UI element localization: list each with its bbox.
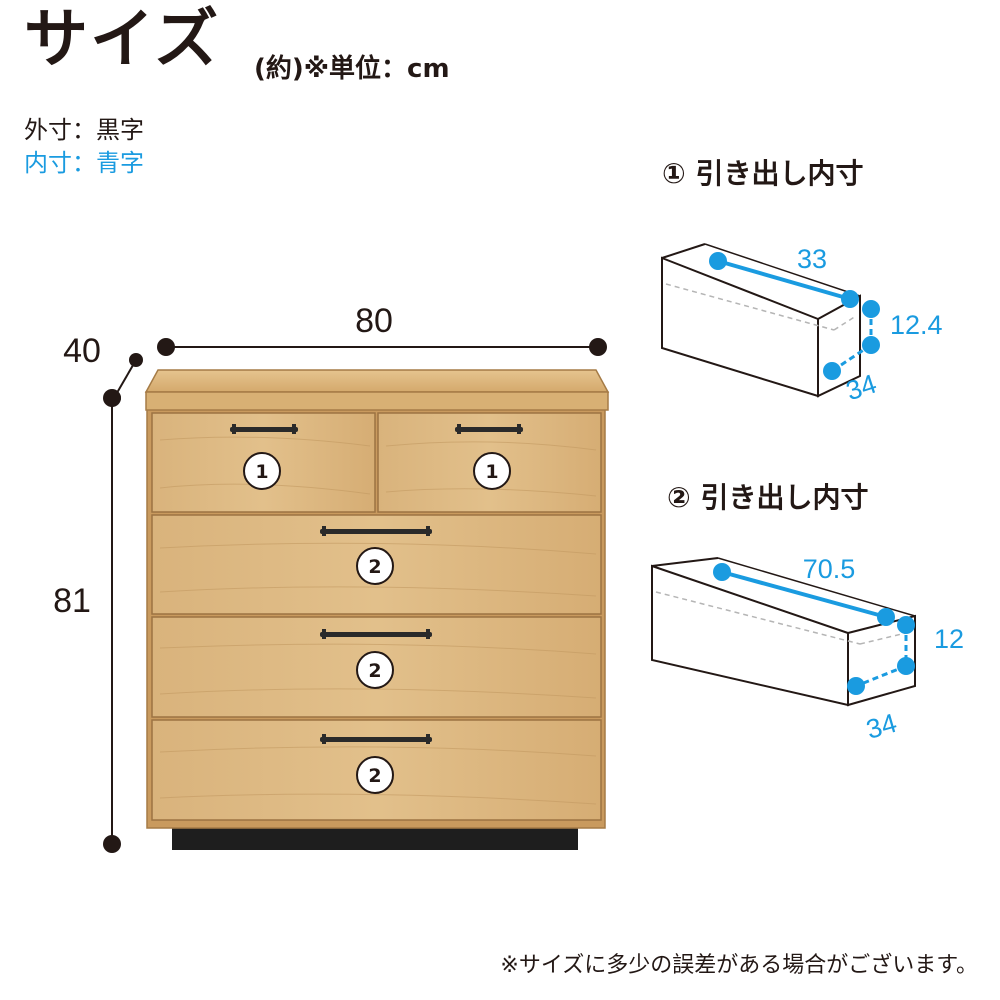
error-disclaimer: ※サイズに多少の誤差がある場合がございます。 <box>500 953 978 978</box>
cabinet-depth-dimension: 40 <box>63 332 143 405</box>
chest-of-drawers: 1 1 2 2 2 <box>144 369 610 850</box>
drawer2-title: ② 引き出し内寸 <box>667 481 869 514</box>
drawer1-title: ① 引き出し内寸 <box>662 157 864 190</box>
unit-note: (約)※単位：cm <box>254 54 450 84</box>
cabinet-height-label: 81 <box>53 582 91 620</box>
drawer2-width-label: 70.5 <box>803 554 856 584</box>
drawer-badge-label: 2 <box>368 660 381 682</box>
handle-icon <box>455 424 523 434</box>
drawer-badge-label: 2 <box>368 765 381 787</box>
inner-dimension-legend: 内寸：青字 <box>24 149 144 177</box>
handle-icon <box>320 526 432 536</box>
page-title: サイズ <box>24 3 221 77</box>
cabinet-top <box>144 369 610 393</box>
handle-icon <box>320 734 432 744</box>
drawer-number-badges: 1 1 2 2 2 <box>243 452 511 794</box>
cabinet-height-dimension: 81 <box>53 389 121 853</box>
handle-icon <box>230 424 298 434</box>
cabinet-top-edge <box>145 391 609 411</box>
drawer-badge-label: 1 <box>485 461 498 483</box>
cabinet-depth-label: 40 <box>63 332 101 370</box>
handle-icon <box>320 629 432 639</box>
drawer-badge-label: 1 <box>255 461 268 483</box>
drawer-handles <box>230 424 523 744</box>
drawer1-height-label: 12.4 <box>890 310 943 340</box>
cabinet-width-dimension: 80 <box>157 302 607 356</box>
cabinet-width-label: 80 <box>355 302 393 340</box>
drawer2-inner-dimensions: 70.5 12 34 <box>713 554 964 745</box>
drawer1-width-label: 33 <box>797 244 827 274</box>
outer-dimension-legend: 外寸：黒字 <box>24 116 144 144</box>
plinth <box>172 826 578 850</box>
drawer2-depth-label: 34 <box>863 708 900 745</box>
wood-grain <box>159 436 597 805</box>
drawer-badge-label: 2 <box>368 556 381 578</box>
drawer1-inner-dimensions: 33 12.4 34 <box>709 244 943 406</box>
drawer2-box <box>651 557 916 707</box>
drawer2-height-label: 12 <box>934 624 964 654</box>
